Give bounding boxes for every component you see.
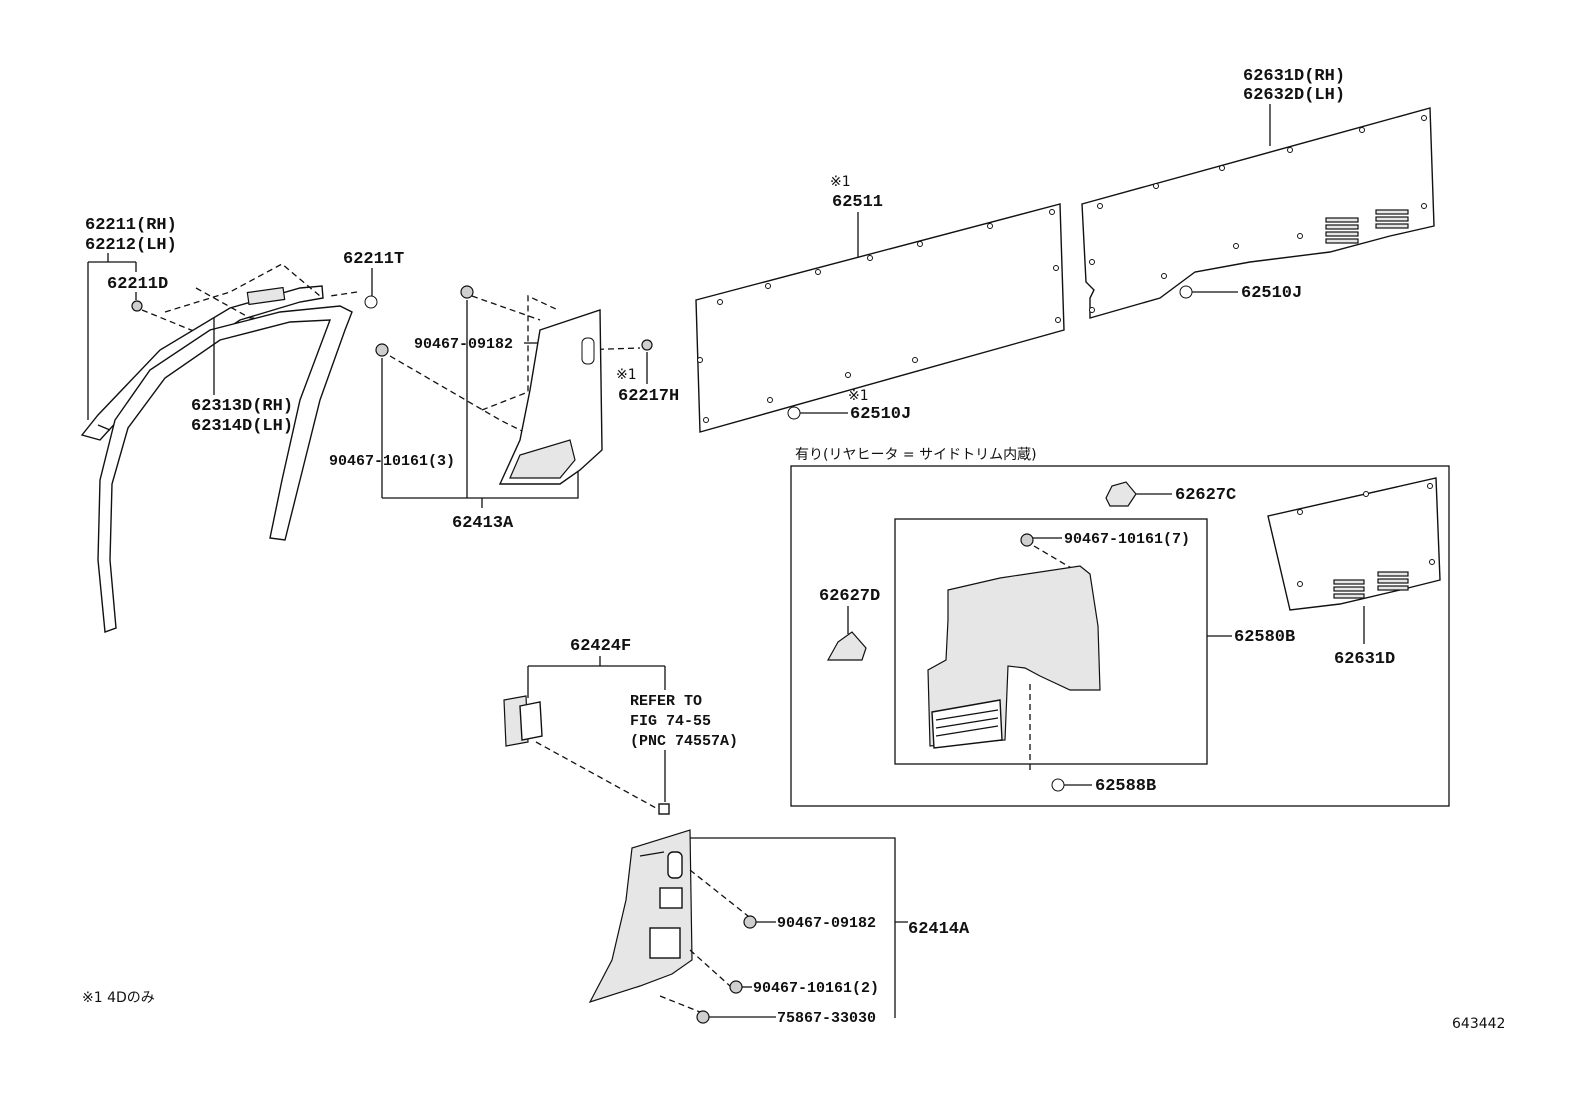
box-caption: 有り(リヤヒータ = サイドトリム内蔵) (795, 447, 1037, 463)
rear-heater-box-group: 有り(リヤヒータ = サイドトリム内蔵) 62627C 90467-10161(… (790, 447, 1450, 807)
label-62211T: 62211T (343, 250, 404, 269)
clip-90467-09182-bottom (743, 915, 757, 929)
panel-62631D-small-vents (1333, 571, 1409, 599)
label-62217H: 62217H (618, 387, 679, 406)
bracket-bottom (382, 470, 579, 499)
cap-62510J-left (787, 406, 801, 420)
rear-heater-inner-box (894, 518, 1208, 765)
panel-62511-group: ※1 62511 ※1 62510J (695, 174, 1065, 433)
leader-62211 (87, 253, 137, 420)
label-62313D: 62313D(RH) (191, 397, 293, 416)
label-62211D: 62211D (107, 275, 168, 294)
clip-top (460, 285, 474, 299)
trim-kick-area (509, 439, 576, 479)
weatherstrip-62313D (97, 305, 353, 633)
label-62627D: 62627D (819, 587, 880, 606)
bracket-62424F-face (519, 701, 543, 741)
clip-90467-10161-7 (1020, 533, 1034, 547)
label-90467-09182-top: 90467-09182 (414, 336, 513, 353)
dash-62424F (535, 741, 657, 809)
trim-62414A-slot (667, 851, 683, 879)
label-62510J-right: 62510J (1241, 284, 1302, 303)
label-62632D-lh: 62632D(LH) (1243, 86, 1345, 105)
clip-62217H (641, 339, 653, 351)
label-75867-33030: 75867-33030 (777, 1010, 876, 1027)
trim-62414A-grille (639, 851, 665, 857)
trim-panel-62413A (498, 309, 603, 485)
label-62580B: 62580B (1234, 628, 1295, 647)
trim-panel-62414A (588, 829, 693, 1004)
label-90467-10161-7: 90467-10161(7) (1064, 531, 1190, 548)
trim-62414A-box (649, 927, 681, 959)
label-62631D: 62631D (1334, 650, 1395, 669)
label-62414A: 62414A (908, 920, 970, 939)
refer-line-3: (PNC 74557A) (630, 733, 738, 750)
label-62511: 62511 (832, 193, 883, 212)
cover-62627D (826, 631, 867, 661)
bracket-62414A (690, 837, 908, 1018)
label-62424F: 62424F (570, 637, 631, 656)
panel-62631D-group: 62631D(RH) 62632D(LH) 62510J (1081, 67, 1435, 319)
label-62627C: 62627C (1175, 486, 1236, 505)
clip-75867-33030 (696, 1010, 710, 1024)
label-62314D: 62314D(LH) (191, 417, 293, 436)
panel-62631D-holes (1089, 115, 1427, 313)
clip-62211D (131, 300, 143, 312)
cap-62211T (364, 295, 378, 309)
dash-62413A (389, 294, 641, 441)
dash-62414A (659, 869, 749, 1013)
dash-62211T (329, 291, 358, 297)
label-62631D-rh: 62631D(RH) (1243, 67, 1345, 86)
cap-62510J-right (1179, 285, 1193, 299)
refer-line-1: REFER TO (630, 693, 702, 710)
cap-62588B (1051, 778, 1065, 792)
mark-62510J-left: ※1 (848, 388, 869, 404)
bracket-62424F (527, 656, 666, 698)
panel-62511-holes (697, 209, 1061, 423)
trim-62413A-group: 62413A 90467-09182 90467-10161(3) ※1 622… (329, 285, 679, 533)
label-62212: 62212(LH) (85, 236, 177, 255)
trim-62414A-pocket (659, 887, 683, 909)
clip-left (375, 343, 389, 357)
rear-heater-box (790, 465, 1450, 807)
clip-90467-10161-2 (729, 980, 743, 994)
mark-62217H: ※1 (616, 367, 637, 383)
label-90467-10161-3: 90467-10161(3) (329, 453, 455, 470)
figure-number: 643442 (1452, 1016, 1505, 1032)
pillar-garnish-edge (97, 424, 111, 431)
refer-line-2: FIG 74-55 (630, 713, 711, 730)
trim-slot (581, 337, 595, 365)
mark-62511: ※1 (830, 174, 851, 190)
label-90467-10161-2: 90467-10161(2) (753, 980, 879, 997)
panel-62511 (695, 203, 1065, 433)
label-62413A: 62413A (452, 514, 514, 533)
refer-part (658, 803, 670, 815)
panel-62631D (1081, 107, 1435, 319)
footnote: ※1 4Dのみ (82, 990, 155, 1006)
label-62211: 62211(RH) (85, 216, 177, 235)
trim-62580B (927, 565, 1101, 747)
trim-62580B-vent-lines (935, 709, 999, 737)
garnish-grille (246, 286, 286, 306)
label-62510J-left: 62510J (850, 405, 911, 424)
panel-62631D-small-holes (1297, 483, 1435, 587)
panel-62631D-vents (1325, 209, 1409, 244)
trim-62414A-group: 62424F REFER TO FIG 74-55 (PNC 74557A) 9… (503, 637, 970, 1027)
dash-62211D (141, 309, 197, 333)
cover-62627C (1105, 481, 1137, 507)
label-62588B: 62588B (1095, 777, 1156, 796)
label-90467-09182-bottom: 90467-09182 (777, 915, 876, 932)
pillar-garnish-group: 62211(RH) 62212(LH) 62211D 62313D(RH) 62… (80, 216, 404, 633)
